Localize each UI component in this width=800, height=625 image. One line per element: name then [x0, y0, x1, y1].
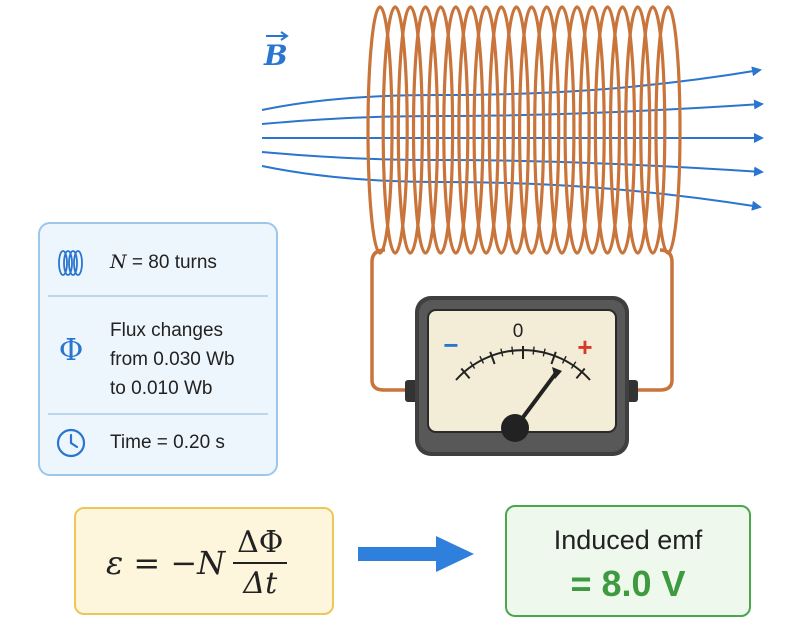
turns-symbol: N — [110, 251, 127, 273]
meter-tick — [511, 346, 514, 355]
meter-zero-label: 0 — [513, 321, 524, 342]
formula-numerator: ΔΦ — [233, 525, 288, 564]
svg-text:B: B — [263, 39, 288, 72]
divider — [48, 295, 268, 297]
faraday-formula: ε = −N ΔΦ Δt — [106, 519, 288, 607]
coil-loop — [654, 5, 682, 255]
coil-loop — [396, 5, 424, 255]
result-label: Induced emf — [553, 525, 703, 555]
coil-loop — [533, 5, 561, 255]
turns-text: = 80 turns — [131, 252, 217, 273]
meter-tick — [532, 346, 535, 355]
flux-line-3: to 0.010 Wb — [110, 378, 213, 399]
formula-box: ε = −N ΔΦ Δt — [74, 507, 334, 615]
meter-tick — [542, 348, 546, 357]
meter-tick — [561, 355, 567, 364]
divider — [48, 413, 268, 415]
coil-loop — [442, 5, 470, 255]
coil-loop — [411, 5, 440, 255]
time-text: Time = 0.20 s — [110, 432, 225, 453]
formula-fraction: ΔΦ Δt — [233, 525, 288, 601]
meter-tick — [570, 361, 577, 369]
flux-line-1: Flux changes — [110, 320, 224, 341]
clock-icon — [56, 428, 86, 458]
meter-tick — [469, 361, 476, 369]
flux-line-2: from 0.030 Wb — [110, 349, 235, 370]
magnetic-field-label: B — [263, 31, 289, 72]
coil-loop — [366, 5, 394, 255]
coil-loop — [427, 5, 455, 255]
coil-loop — [517, 5, 546, 255]
coil-loop — [578, 5, 606, 255]
meter-tick — [460, 367, 471, 380]
coil-loop — [381, 5, 409, 255]
coil-loop — [563, 5, 591, 255]
coil-loop — [487, 5, 515, 255]
formula-denominator: Δt — [243, 566, 278, 601]
result-box: Induced emf = 8.0 V — [505, 505, 751, 617]
formula-lhs: ε = −N — [106, 544, 226, 582]
coil-loop — [457, 5, 485, 255]
meter-minus-label: − — [443, 330, 458, 360]
meter-tick — [550, 351, 557, 365]
meter-plus-label: + — [577, 332, 592, 362]
result-value: = 8.0 V — [570, 563, 686, 604]
coil-loop — [593, 5, 622, 255]
meter-tick — [500, 348, 504, 357]
coil-loop — [472, 5, 500, 255]
coil-loop — [624, 5, 652, 255]
coil-loop — [608, 5, 637, 255]
meter-tick — [479, 355, 485, 364]
coil — [366, 5, 682, 255]
flux-icon: Φ — [58, 333, 84, 368]
meter-pivot — [501, 414, 529, 442]
lead-wires — [370, 248, 674, 392]
galvanometer: 0 − + — [405, 296, 638, 456]
coil-loop — [502, 5, 531, 255]
meter-scale — [460, 346, 586, 380]
coil-loop — [548, 5, 576, 255]
info-card: N = 80 turns Φ Flux changes from 0.030 W… — [38, 222, 278, 476]
right-arrow-icon — [358, 536, 474, 572]
coil-icon — [58, 250, 83, 276]
coil-loop — [639, 5, 667, 255]
meter-tick — [489, 351, 496, 365]
meter-tick — [575, 367, 586, 380]
